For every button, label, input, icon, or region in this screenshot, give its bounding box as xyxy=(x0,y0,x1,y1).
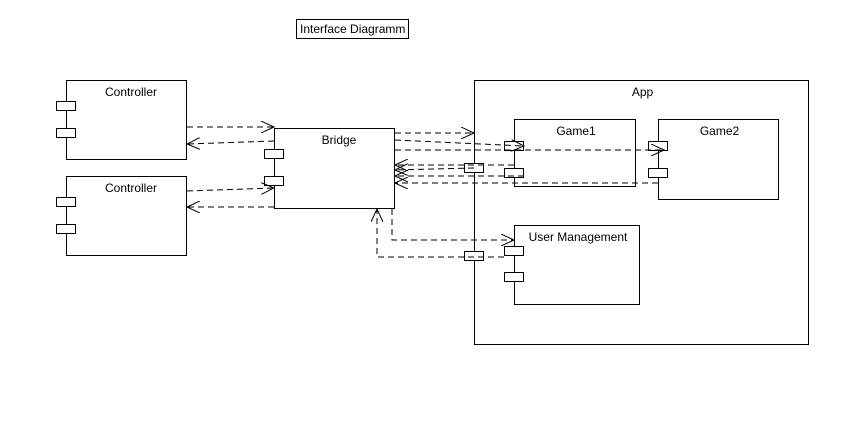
app-label: App xyxy=(631,85,654,99)
connector-app-port-to-bridge xyxy=(395,168,475,170)
game2-component[interactable]: Game2 xyxy=(658,119,779,200)
connector-bridge-to-controller-top xyxy=(187,141,275,144)
controller-component-bottom[interactable]: Controller xyxy=(66,176,187,256)
bridge-component[interactable]: Bridge xyxy=(274,128,395,209)
user-management-component[interactable]: User Management xyxy=(514,225,640,305)
game1-port-2 xyxy=(504,168,524,178)
connector-bridge-to-game1 xyxy=(394,140,524,146)
bridge-port-1 xyxy=(264,149,284,159)
controller-label-top: Controller xyxy=(104,85,158,99)
connector-bridge-to-user-management xyxy=(391,209,514,240)
controller-top-port-2 xyxy=(56,128,76,138)
app-port-2 xyxy=(464,251,484,261)
bridge-label: Bridge xyxy=(321,133,357,147)
user-management-port-2 xyxy=(504,272,524,282)
connector-controller-bottom-to-bridge xyxy=(186,188,274,191)
controller-component-top[interactable]: Controller xyxy=(66,80,187,160)
controller-top-port-1 xyxy=(56,101,76,111)
game1-component[interactable]: Game1 xyxy=(514,119,636,187)
user-management-label: User Management xyxy=(528,230,628,244)
controller-bottom-port-2 xyxy=(56,224,76,234)
user-management-port-1 xyxy=(504,246,524,256)
connector-user-management-to-bridge xyxy=(377,209,504,258)
game2-port-2 xyxy=(648,168,668,178)
game1-label: Game1 xyxy=(556,124,596,138)
controller-bottom-port-1 xyxy=(56,197,76,207)
diagram-title: Interface Diagramm xyxy=(296,19,410,39)
game2-label: Game2 xyxy=(699,124,740,138)
controller-label-bottom: Controller xyxy=(104,181,158,195)
